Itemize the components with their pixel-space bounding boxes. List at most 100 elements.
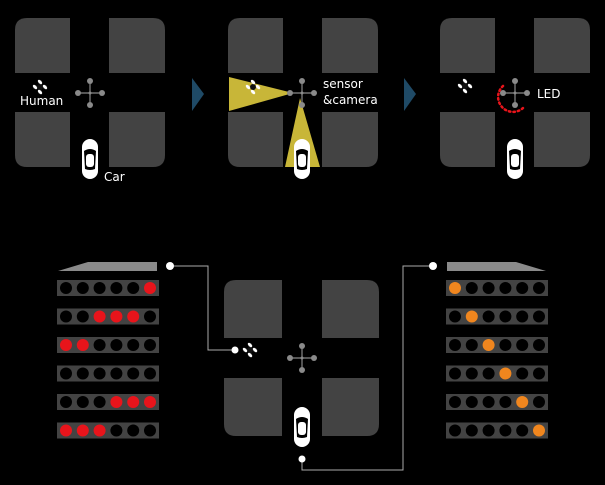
led-off — [127, 282, 140, 294]
led-on — [76, 424, 89, 437]
led-on — [93, 310, 106, 323]
led-off — [60, 396, 72, 408]
led-off — [110, 367, 123, 380]
led-off — [533, 396, 545, 408]
led-off — [110, 339, 123, 351]
led-off — [533, 310, 545, 323]
connector-dot — [166, 262, 174, 270]
human-icon — [457, 78, 473, 94]
led-off — [76, 310, 89, 323]
step-arrow-icon — [404, 78, 416, 111]
led-off — [93, 367, 106, 380]
led-off — [465, 282, 478, 294]
sensor-icon — [74, 77, 106, 109]
led-off — [465, 424, 478, 437]
car-label: Car — [104, 170, 125, 184]
led-off — [449, 367, 461, 380]
led-off — [465, 367, 478, 380]
led-on — [127, 396, 140, 408]
led-off — [533, 367, 545, 380]
sensor-field-of-view-left — [229, 77, 293, 111]
connector-dot — [429, 262, 437, 270]
connector-dot — [231, 346, 239, 354]
car-icon — [82, 139, 98, 179]
led-off — [144, 339, 156, 351]
led-off — [449, 310, 461, 323]
led-strip — [57, 394, 159, 410]
step-arrow-icon — [192, 78, 204, 111]
led-off — [60, 310, 72, 323]
led-strip — [446, 280, 548, 296]
led-on — [127, 310, 140, 323]
right-direction-arrow-icon — [447, 262, 546, 271]
led-off — [533, 282, 545, 294]
car-icon — [294, 139, 310, 179]
led-off — [499, 282, 512, 294]
led-off — [516, 339, 529, 351]
led-strip — [446, 365, 548, 382]
sensor-icon — [499, 77, 531, 109]
led-on — [533, 424, 545, 437]
led-off — [93, 396, 106, 408]
led-off — [76, 282, 89, 294]
led-off — [60, 282, 72, 294]
led-on — [499, 367, 512, 380]
car-led-strips — [446, 280, 548, 439]
left-direction-arrow-icon — [58, 262, 157, 271]
city-blocks — [224, 280, 379, 436]
human-label: Human — [20, 94, 63, 108]
car-icon — [507, 139, 523, 179]
led-on — [76, 339, 89, 351]
led-off — [499, 310, 512, 323]
led-off — [533, 339, 545, 351]
human-icon — [32, 79, 48, 95]
led-on — [60, 424, 72, 437]
human-icon — [242, 342, 258, 358]
led-off — [516, 310, 529, 323]
led-on — [516, 396, 529, 408]
led-off — [110, 424, 123, 437]
led-strip — [446, 308, 548, 325]
led-on — [144, 396, 156, 408]
led-off — [499, 339, 512, 351]
led-off — [516, 367, 529, 380]
led-on — [60, 339, 72, 351]
panel-led-detail — [57, 262, 548, 471]
led-off — [144, 367, 156, 380]
connector-dot — [298, 455, 306, 463]
led-off — [465, 396, 478, 408]
led-strip — [446, 422, 548, 439]
camera-label: &camera — [323, 93, 378, 107]
led-strip — [57, 365, 159, 382]
led-on — [110, 310, 123, 323]
led-off — [127, 424, 140, 437]
panel-initial-state: Human Car — [15, 18, 165, 184]
led-on — [144, 282, 156, 294]
led-off — [93, 282, 106, 294]
led-strip — [57, 422, 159, 439]
led-on — [465, 310, 478, 323]
sensor-icon — [286, 342, 318, 374]
led-on — [110, 396, 123, 408]
car-icon — [294, 407, 310, 447]
led-off — [482, 310, 495, 323]
car-connector — [301, 265, 433, 471]
led-off — [449, 396, 461, 408]
led-off — [449, 424, 461, 437]
led-on — [449, 282, 461, 294]
led-off — [482, 424, 495, 437]
sensor-field-of-view-down — [285, 98, 320, 167]
city-blocks — [15, 18, 165, 167]
led-off — [76, 367, 89, 380]
led-strip — [446, 337, 548, 353]
led-off — [127, 339, 140, 351]
led-on — [482, 339, 495, 351]
led-ring-icon — [496, 84, 525, 114]
led-off — [482, 396, 495, 408]
led-on — [93, 424, 106, 437]
led-strip — [57, 280, 159, 296]
led-off — [482, 367, 495, 380]
city-blocks — [228, 18, 378, 167]
led-off — [76, 396, 89, 408]
